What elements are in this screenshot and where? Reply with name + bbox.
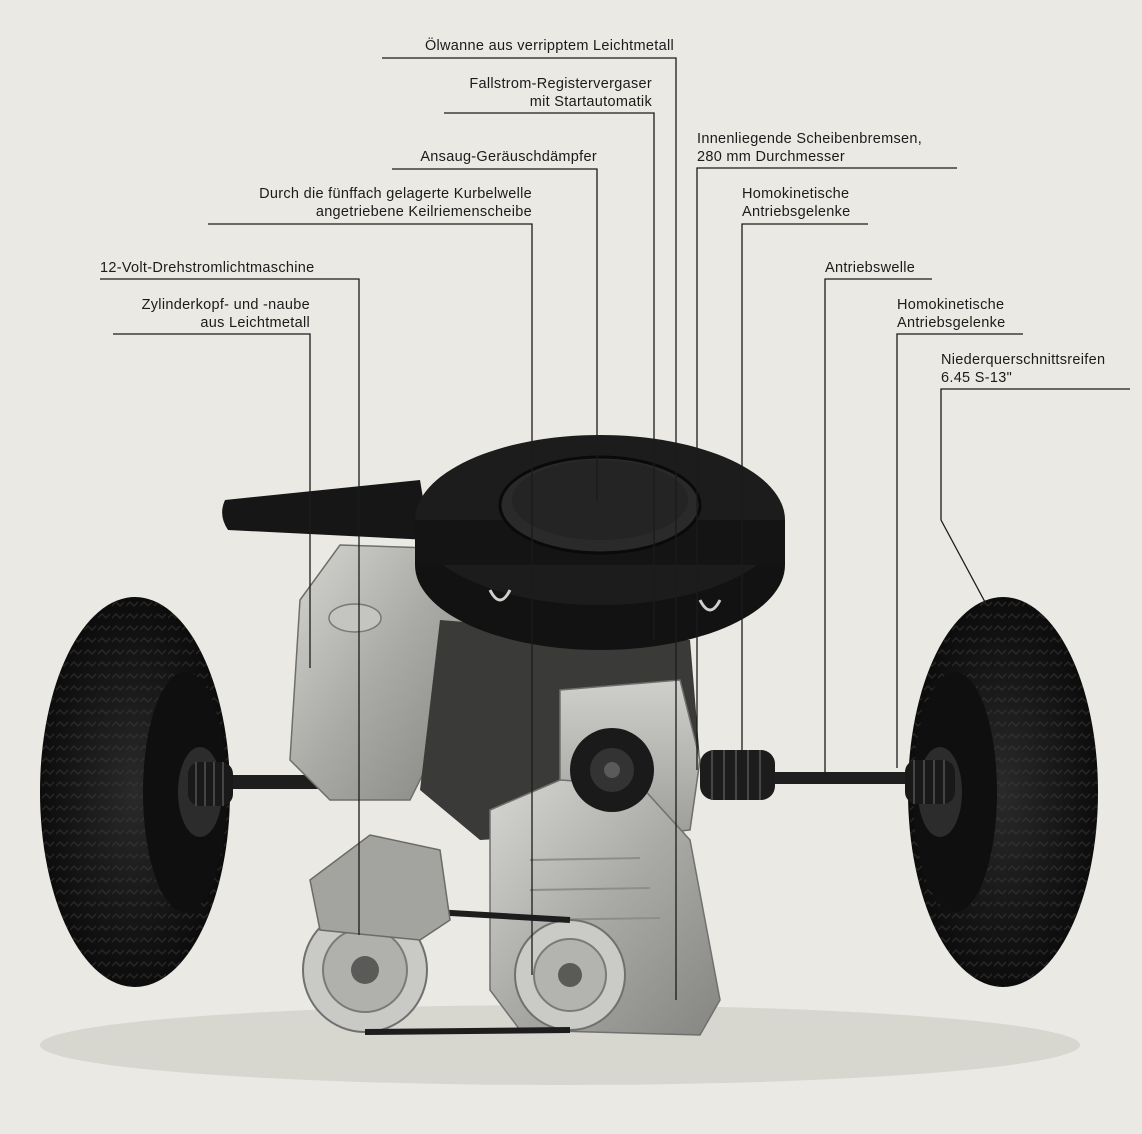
label-homo1-line1: Homokinetische (742, 186, 850, 202)
leader-kurbel (208, 223, 533, 975)
oil-filler-cap (328, 603, 382, 633)
label-drehstrom-line1: 12-Volt-Drehstromlichtmaschine (100, 260, 315, 276)
label-zylinder: Zylinderkopf- und -naube aus Leichtmetal… (142, 296, 310, 332)
right-drive-shaft (770, 772, 930, 784)
label-reifen: Niederquerschnittsreifen 6.45 S-13" (941, 351, 1105, 387)
label-homo2-line2: Antriebsgelenke (897, 315, 1006, 331)
left-tire (40, 597, 230, 987)
right-tire (908, 597, 1098, 987)
leader-reifen (940, 388, 1130, 603)
label-kurbel: Durch die fünffach gelagerte Kurbelwelle… (259, 185, 532, 221)
right-cv-joint-boot (905, 760, 955, 804)
alternator-pulley (302, 907, 428, 1033)
label-scheiben-line2: 280 mm Durchmesser (697, 149, 846, 165)
leader-fallstrom (444, 112, 655, 640)
label-ansaug-line1: Ansaug-Geräuschdämpfer (420, 149, 597, 165)
leader-ansaug (392, 168, 598, 502)
leader-drehstrom (100, 278, 360, 935)
label-antriebswelle-line1: Antriebswelle (825, 260, 916, 276)
label-kurbel-line1: Durch die fünffach gelagerte Kurbelwelle (259, 186, 532, 202)
label-scheiben-line1: Innenliegende Scheibenbremsen, (697, 131, 923, 147)
air-intake-snorkel (222, 480, 430, 540)
label-scheiben: Innenliegende Scheibenbremsen, 280 mm Du… (697, 130, 922, 166)
alternator (309, 834, 451, 941)
label-fallstrom-line2: mit Startautomatik (529, 94, 652, 110)
label-homo1-line2: Antriebsgelenke (742, 204, 851, 220)
leader-oelwanne (382, 57, 677, 1000)
label-reifen-line2: 6.45 S-13" (941, 370, 1013, 386)
label-fallstrom-line1: Fallstrom-Registervergaser (469, 76, 652, 92)
air-filter-housing (415, 435, 785, 650)
leader-lines (100, 57, 1130, 1000)
left-cv-joint-boot (188, 762, 233, 806)
leader-homo1 (741, 223, 868, 776)
label-homo2: Homokinetische Antriebsgelenke (897, 296, 1006, 332)
floor-shadow (40, 1005, 1080, 1085)
leader-scheiben (696, 167, 957, 770)
label-homo2-line1: Homokinetische (897, 297, 1005, 313)
label-kurbel-line2: angetriebene Keilriemenscheibe (315, 204, 532, 220)
leader-homo2 (896, 333, 1023, 768)
label-reifen-line1: Niederquerschnittsreifen (941, 352, 1106, 368)
crankshaft-pulley (514, 919, 626, 1031)
label-ansaug: Ansaug-Geräuschdämpfer (420, 148, 597, 166)
label-oelwanne: Ölwanne aus verripptem Leichtmetall (425, 37, 674, 55)
label-zylinder-line2: aus Leichtmetall (200, 315, 310, 331)
water-pump-pulley (570, 728, 654, 812)
leader-zylinder (113, 333, 311, 668)
label-antriebswelle: Antriebswelle (825, 259, 915, 277)
label-fallstrom: Fallstrom-Registervergaser mit Startauto… (469, 75, 652, 111)
label-homo1: Homokinetische Antriebsgelenke (742, 185, 851, 221)
leader-antriebswelle (824, 278, 932, 778)
label-zylinder-line1: Zylinderkopf- und -naube (141, 297, 310, 313)
right-inner-joint (700, 750, 775, 800)
label-oelwanne-line1: Ölwanne aus verripptem Leichtmetall (424, 38, 674, 54)
label-drehstrom: 12-Volt-Drehstromlichtmaschine (100, 259, 315, 277)
